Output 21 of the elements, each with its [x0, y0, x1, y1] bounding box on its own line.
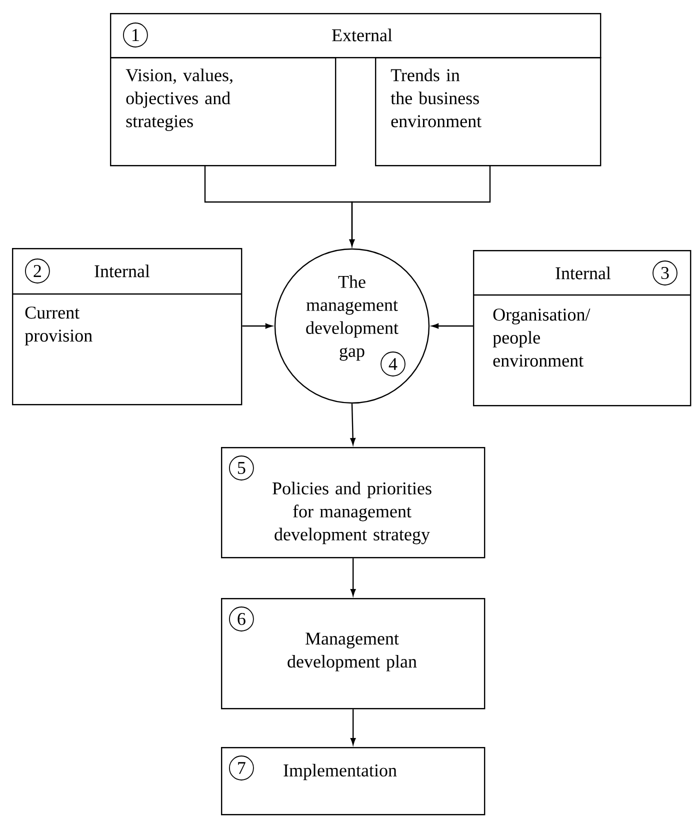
- arrow: [242, 323, 272, 329]
- arrow: [432, 323, 473, 329]
- process-box: Trends in the business environment: [375, 57, 602, 166]
- callout-number: 4: [380, 352, 406, 376]
- callout-number: 1: [123, 22, 148, 48]
- process-box: 5 Policies and priorities for management development strategy: [221, 447, 486, 558]
- arrow: [350, 404, 356, 445]
- callout-number: 5: [229, 456, 254, 480]
- panel-box: 2 Internal Current provision: [12, 248, 242, 406]
- header-box: 1 External: [110, 13, 602, 58]
- callout-number: 3: [652, 260, 678, 286]
- process-box: 6 Management development plan: [221, 598, 486, 710]
- panel-box: Internal 3 Organisation/ people environment: [473, 250, 692, 406]
- arrow: [350, 709, 356, 745]
- process-box: 7 Implementation: [221, 747, 486, 816]
- callout-number: 6: [229, 606, 254, 632]
- arrow: [349, 165, 491, 246]
- callout-number: 7: [229, 756, 254, 780]
- process-box: Vision, values, objectives and strategies: [110, 57, 336, 166]
- callout-number: 2: [25, 258, 50, 284]
- arrow: [350, 558, 356, 596]
